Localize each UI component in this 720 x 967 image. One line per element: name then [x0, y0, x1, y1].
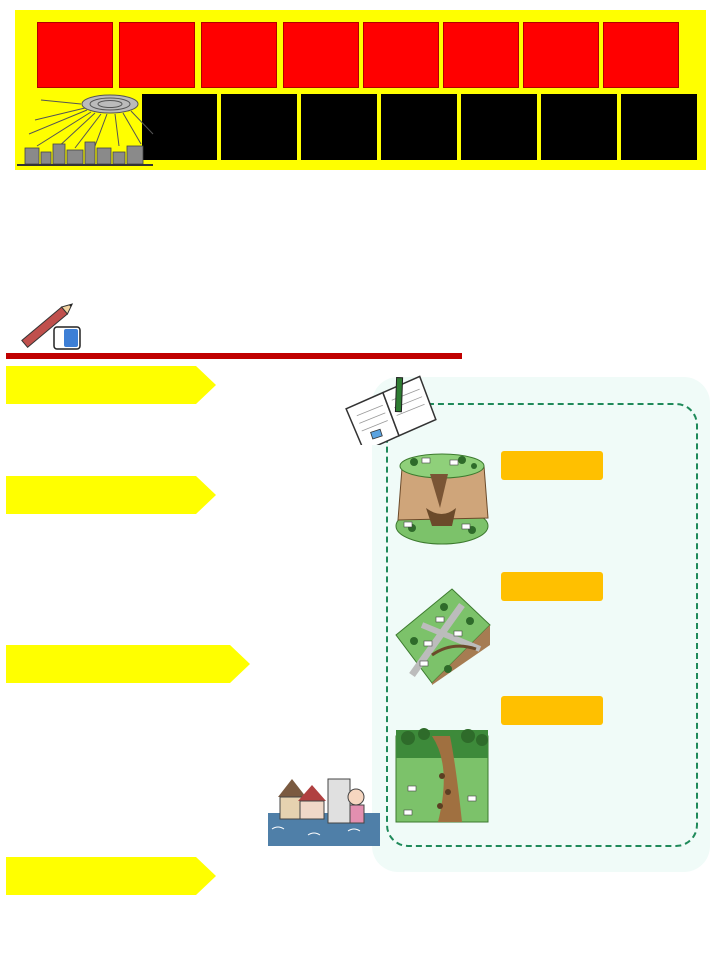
header-banner	[15, 10, 706, 170]
hazard-label-tag	[501, 696, 603, 725]
header-red-cell	[201, 22, 277, 88]
cliff-collapse-icon	[395, 453, 489, 545]
header-black-cell	[621, 94, 697, 160]
sun-over-city-icon	[17, 94, 154, 166]
section-divider	[6, 353, 462, 359]
header-black-cell	[142, 94, 217, 160]
hazard-label-tag	[501, 572, 603, 601]
dashed-frame	[386, 403, 698, 847]
header-black-cell	[541, 94, 617, 160]
header-red-cell	[603, 22, 679, 88]
header-black-cell	[301, 94, 377, 160]
header-red-cell	[119, 22, 195, 88]
landslide-icon	[395, 588, 491, 685]
section-tag	[6, 645, 250, 683]
header-red-cell	[523, 22, 599, 88]
open-notebook-pen-icon	[345, 375, 437, 445]
header-red-cell	[37, 22, 113, 88]
header-black-cell	[221, 94, 297, 160]
section-tag	[6, 366, 216, 404]
header-red-cell	[283, 22, 359, 88]
section-tag	[6, 857, 216, 895]
hazard-label-tag	[501, 451, 603, 480]
pencil-eraser-icon	[21, 303, 81, 350]
flood-person-icon	[268, 778, 380, 846]
header-red-cell	[363, 22, 439, 88]
header-red-cell	[443, 22, 519, 88]
debris-flow-icon	[395, 728, 489, 823]
section-tag	[6, 476, 216, 514]
header-black-cell	[461, 94, 537, 160]
header-black-cell	[381, 94, 457, 160]
